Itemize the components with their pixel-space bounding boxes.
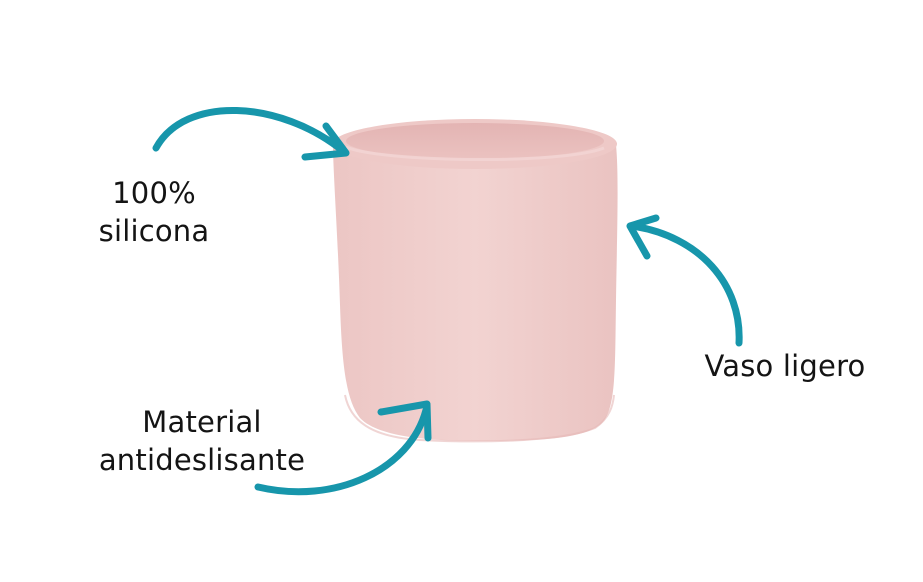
curved-arrow-icon [626, 214, 743, 347]
feature-label-material: Material antideslisante [86, 403, 318, 479]
curved-arrow-icon [152, 107, 350, 161]
feature-label-vaso: Vaso ligero [690, 347, 880, 385]
feature-label-silicona-line1: 100% [112, 176, 196, 210]
feature-label-silicona-line2: silicona [98, 214, 210, 248]
feature-label-material-line2: antideslisante [98, 443, 306, 477]
feature-label-vaso-line1: Vaso ligero [704, 349, 866, 383]
feature-label-silicona: 100% silicona [84, 174, 224, 250]
curved-arrow-icon [254, 400, 432, 496]
silicone-cup-icon [333, 119, 618, 443]
feature-label-material-line1: Material [142, 405, 262, 439]
